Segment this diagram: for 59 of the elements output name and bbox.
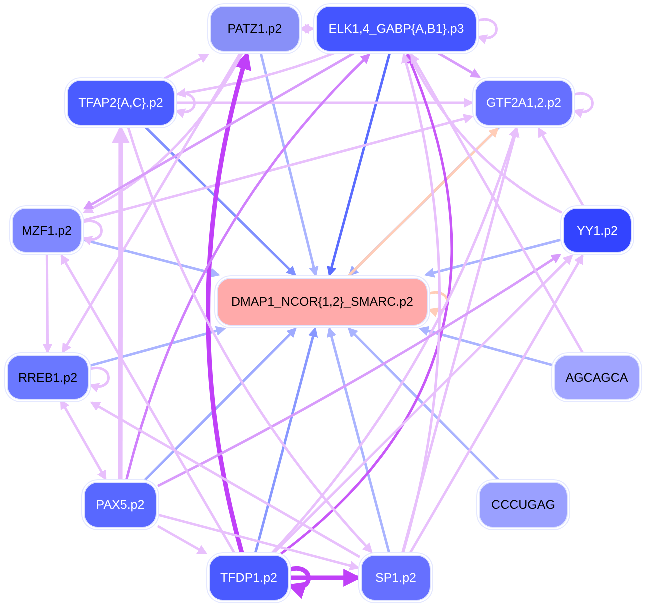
node-label: GTF2A1,2.p2: [486, 96, 562, 110]
arrow: [408, 254, 584, 555]
rounded-box: [479, 482, 568, 528]
rounded-box: [209, 555, 289, 601]
arrow: [125, 54, 371, 482]
rounded-box: [361, 555, 431, 601]
loop-arrow: [174, 92, 196, 118]
node-label: PAX5.p2: [96, 498, 145, 512]
rounded-box: [210, 6, 300, 52]
arrow: [82, 238, 220, 278]
arrow: [164, 54, 210, 80]
arrow: [144, 328, 298, 482]
arrow: [272, 254, 574, 555]
node-label: YY1.p2: [576, 224, 618, 238]
arrow: [176, 52, 336, 98]
node-label: TFDP1.p2: [220, 571, 278, 585]
node-label: CCCUGAG: [492, 498, 556, 512]
arrow: [90, 402, 361, 558]
arrow: [127, 126, 373, 554]
arrow: [90, 326, 226, 368]
node-label: DMAP1_NCOR{1,2}_SMARC.p2: [231, 295, 414, 309]
rounded-box: [316, 6, 477, 52]
node-label: PATZ1.p2: [228, 22, 282, 36]
arrow: [437, 52, 481, 78]
node-label: RREB1.p2: [18, 370, 78, 384]
arrow: [83, 52, 244, 214]
rounded-box: [7, 355, 89, 400]
rounded-box: [84, 482, 157, 528]
rounded-box: [217, 278, 428, 326]
rounded-box: [563, 208, 632, 253]
arrow: [176, 98, 474, 108]
arrow: [60, 254, 236, 555]
arrow: [418, 326, 554, 367]
arrow: [260, 52, 319, 277]
arrow: [157, 525, 208, 555]
arrow: [326, 327, 391, 554]
rounded-box: [67, 80, 175, 126]
loop-arrow: [572, 92, 594, 118]
arrow: [62, 52, 242, 354]
rounded-box: [554, 355, 640, 400]
node-label: AGCAGCA: [566, 370, 628, 384]
arrow: [83, 52, 356, 210]
loop-arrow: [476, 18, 498, 44]
arrow: [42, 254, 53, 354]
rounded-box: [12, 208, 82, 253]
node-label: ELK1,4_GABP{A,B1}.p3: [328, 22, 464, 36]
loop-arrow: [82, 220, 103, 246]
arrow: [206, 52, 252, 555]
arrow: [538, 127, 586, 208]
loop-arrow: [88, 367, 110, 392]
node-label: TFAP2{A,C}.p2: [78, 96, 164, 110]
arrow: [157, 254, 562, 488]
arrow: [158, 514, 360, 571]
node-label: SP1.p2: [375, 571, 416, 585]
rounded-box: [475, 80, 573, 126]
node-label: MZF1.p2: [22, 224, 72, 238]
arrow: [254, 327, 318, 554]
arrow: [348, 328, 501, 482]
arrow: [144, 126, 297, 276]
